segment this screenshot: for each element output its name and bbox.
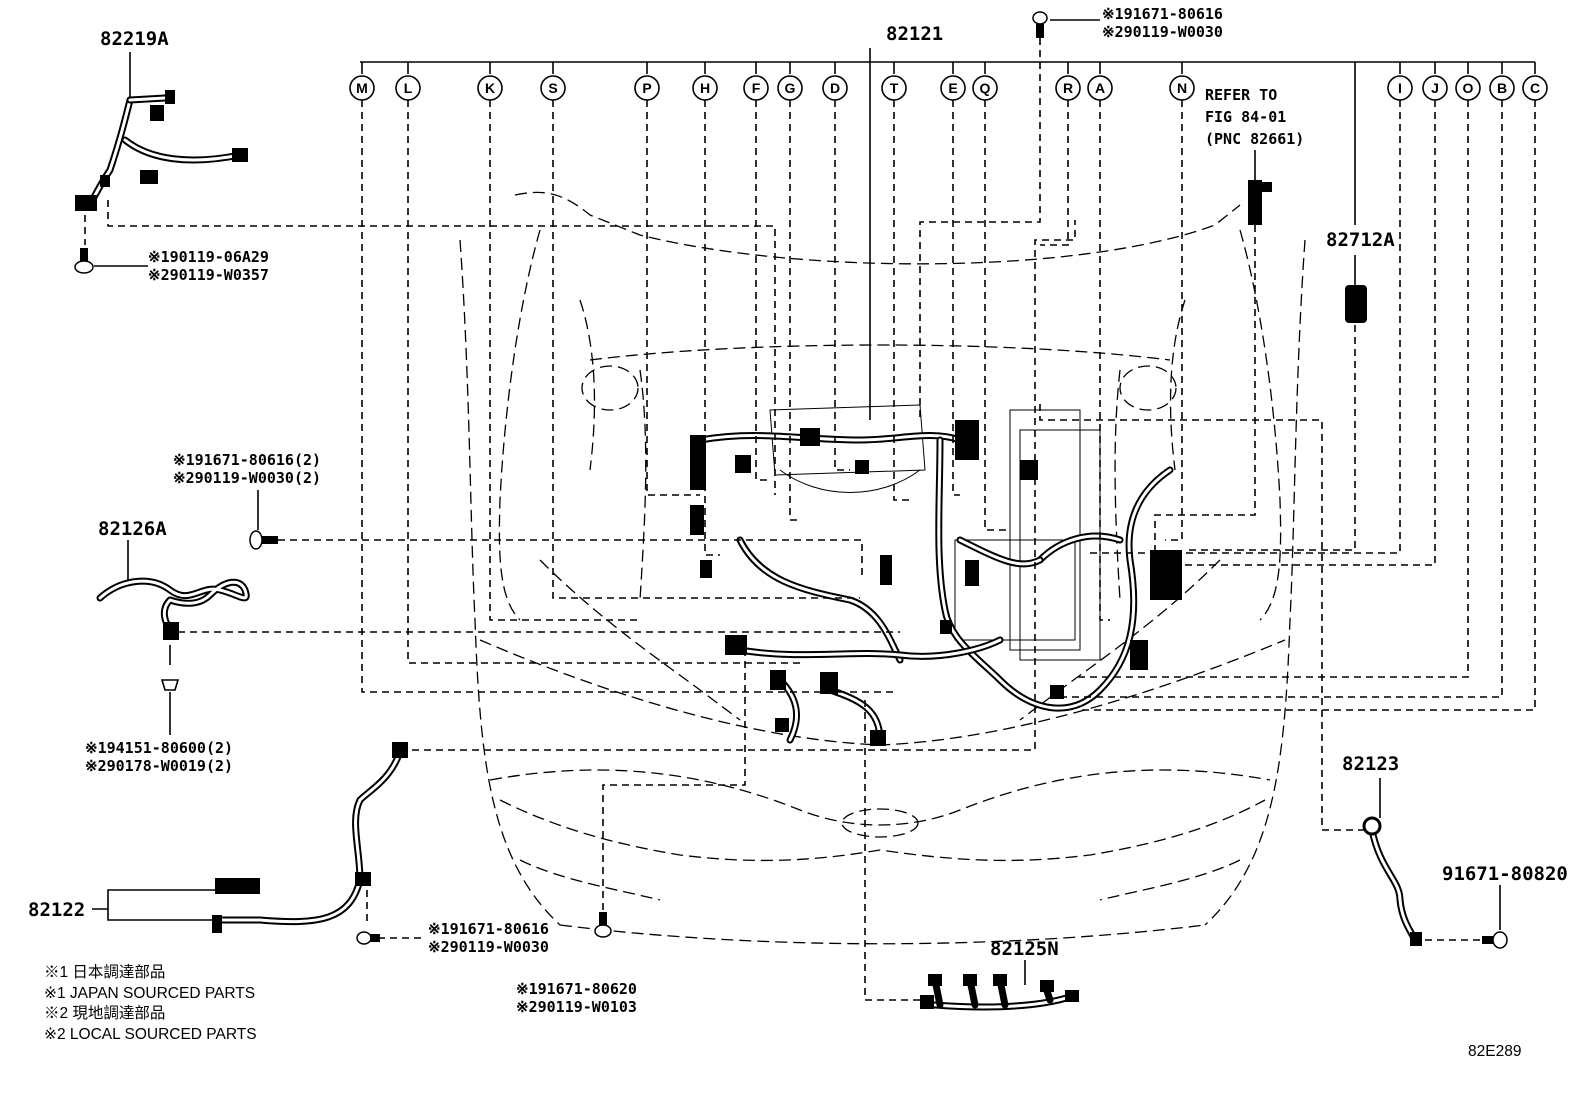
callout-leader-b [1060, 100, 1503, 698]
callout-leader-m [361, 100, 895, 693]
callout-letter-c: C [1530, 80, 1540, 96]
callout-letter-p: P [642, 80, 651, 96]
bolt-b2-graphic [249, 490, 278, 550]
bolt-b4-code-1: ※191671-80616 [428, 920, 549, 938]
top-bolt-code-1: ※191671-80616 [1102, 5, 1223, 23]
bolt-b2-code-1: ※191671-80616(2) [173, 451, 321, 469]
bolt-b3-code-1: ※194151-80600(2) [85, 739, 233, 757]
main-harness-82121 [690, 420, 1182, 746]
callout-leader-t [893, 100, 910, 501]
callout-leader-h [704, 100, 720, 556]
callout-letter-b: B [1497, 80, 1507, 96]
note-2: ※1 JAPAN SOURCED PARTS [44, 985, 255, 1002]
callout-letter-g: G [785, 80, 796, 96]
bolt-b1-code-1: ※190119-06A29 [148, 248, 269, 266]
callout-leader-k [489, 100, 640, 621]
figure-id: 82E289 [1468, 1043, 1521, 1060]
label-82125N: 82125N [990, 938, 1059, 960]
harness-82125N-graphic [920, 960, 1079, 1011]
bolt-b5-code-2: ※290119-W0103 [516, 998, 637, 1016]
callout-letter-t: T [890, 80, 899, 96]
callout-leader-d [834, 100, 850, 471]
label-82219A: 82219A [100, 28, 169, 50]
refer-line-3: (PNC 82661) [1205, 130, 1304, 148]
callout-letter-q: Q [980, 80, 991, 96]
refer-82661-graphic [1248, 150, 1272, 225]
callout-letter-l: L [404, 80, 413, 96]
callout-leader-q [984, 100, 1010, 531]
callout-letter-i: I [1398, 80, 1402, 96]
bolt-top-graphic [1032, 11, 1048, 38]
refer-line-1: REFER TO [1205, 86, 1277, 104]
callout-letter-s: S [548, 80, 557, 96]
callout-leader-o [1075, 100, 1469, 678]
callout-leader-e [952, 100, 960, 496]
label-82121: 82121 [886, 23, 943, 45]
callout-letter-d: D [830, 80, 840, 96]
top-bolt-code-2: ※290119-W0030 [1102, 23, 1223, 41]
label-82122: 82122 [28, 899, 85, 921]
bolt-b4-graphic [356, 890, 380, 945]
callout-letter-r: R [1063, 80, 1073, 96]
callout-letter-n: N [1177, 80, 1187, 96]
note-3: ※2 現地調達部品 [44, 1004, 165, 1022]
bolt-b5-graphic [594, 912, 612, 938]
callout-leader-i [1090, 100, 1401, 554]
callout-leader-l [407, 100, 800, 664]
bolt-b2-code-2: ※290119-W0030(2) [173, 469, 321, 487]
harness-82219A-graphic [75, 52, 248, 211]
callout-leader-a [1099, 100, 1110, 621]
harness-82123-graphic [1362, 778, 1422, 946]
callout-leader-s [552, 100, 860, 599]
part-82712A-graphic [1345, 62, 1367, 323]
callout-leader-c [1080, 100, 1536, 711]
callout-letter-j: J [1431, 80, 1439, 96]
callout-leader-j [1175, 100, 1436, 566]
bolt-b1-code-2: ※290119-W0357 [148, 266, 269, 284]
bolt-b1-graphic [74, 215, 148, 274]
bolt-b3-code-2: ※290178-W0019(2) [85, 757, 233, 775]
callout-letter-o: O [1463, 80, 1474, 96]
callout-leader-f [755, 100, 770, 481]
label-91671-80820: 91671-80820 [1442, 863, 1568, 885]
labels: 82219A 82121 82126A 82122 82125N 82123 8… [28, 5, 1568, 1060]
callout-leader-g [789, 100, 800, 521]
callout-letter-m: M [356, 80, 368, 96]
callout-letter-e: E [948, 80, 957, 96]
bolt-b4-code-2: ※290119-W0030 [428, 938, 549, 956]
note-4: ※2 LOCAL SOURCED PARTS [44, 1026, 257, 1043]
label-82123: 82123 [1342, 753, 1399, 775]
bolt-91671-graphic [1482, 885, 1508, 949]
callout-letter-a: A [1095, 80, 1105, 96]
note-1: ※1 日本調達部品 [44, 963, 165, 981]
vehicle-outline [459, 191, 1306, 945]
label-82126A: 82126A [98, 518, 167, 540]
callout-letter-h: H [700, 80, 710, 96]
callout-leader-r [1040, 100, 1069, 246]
harness-82126A-graphic [96, 540, 250, 735]
bolt-b5-code-1: ※191671-80620 [516, 980, 637, 998]
harness-82122-graphic [92, 742, 408, 933]
callout-letter-k: K [485, 80, 495, 96]
refer-line-2: FIG 84-01 [1205, 108, 1286, 126]
label-82712A: 82712A [1326, 229, 1395, 251]
callout-leader-n [1165, 100, 1183, 541]
callout-letter-f: F [752, 80, 761, 96]
leader-lines [107, 19, 1480, 1001]
